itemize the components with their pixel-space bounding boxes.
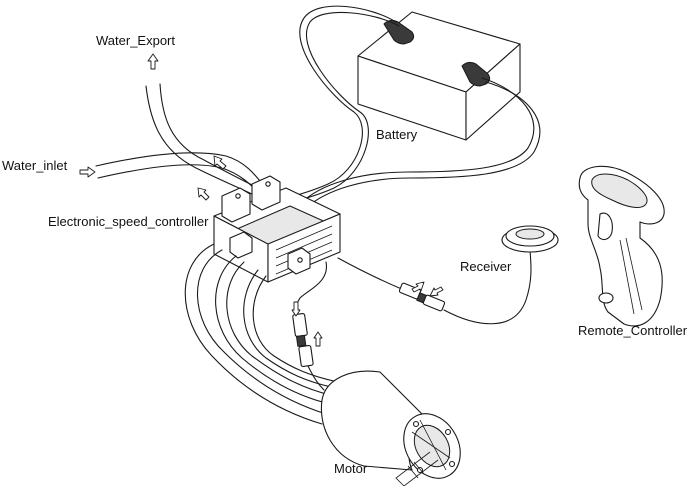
label-battery: Battery [376,127,418,142]
battery-cable-2 [299,77,535,205]
battery-terminal-left [383,19,415,45]
receiver-unit [501,225,559,253]
label-remote-controller: Remote_Controller [578,323,688,338]
receiver-connector-right [422,294,446,312]
label-motor: Motor [334,461,368,476]
motor-shaft [395,451,439,486]
label-receiver: Receiver [460,259,512,274]
label-water-export: Water_Export [96,33,175,48]
arrow-diagonal-icon-2 [197,187,210,201]
sensor-connector-upper [292,312,308,338]
remote-controller-unit [578,165,665,327]
motor-unit [320,370,461,486]
battery-pack [357,11,521,141]
receiver-cable-end [443,247,532,325]
battery-cable-1b [275,11,400,209]
water-export-hose-b [159,83,263,191]
arrow-down-icon [291,301,301,317]
battery-cable-2b [305,81,541,209]
arrow-up-icon [147,53,159,70]
water-inlet-hose-a [95,152,265,187]
arrow-right-icon-2 [429,286,444,297]
label-water-inlet: Water_inlet [2,158,68,173]
motor-cable-2b [226,261,335,397]
remote-button [598,292,614,304]
motor-cable-3 [243,269,337,389]
remote-display [591,173,648,208]
sensor-cable-bottom [307,365,325,391]
sensor-connector-mid [295,334,307,347]
motor-cable-2 [215,255,331,405]
arrow-up-icon-2 [313,331,323,347]
arrow-right-icon [79,166,96,178]
label-esc: Electronic_speed_controller [48,214,209,229]
sensor-connector-lower [298,344,314,368]
motor-cable-1b [196,249,327,415]
remote-trigger [597,212,613,241]
arrow-diagonal-icon [213,155,227,170]
battery-cable-1 [269,5,397,205]
arrow-left-icon [411,281,425,293]
motor-cable-3b [252,275,339,383]
esc-unit [213,175,341,283]
water-export-hose-a [145,85,257,197]
flow-arrows [79,53,444,347]
motor-cable-1 [184,243,323,425]
water-inlet-hose-b [97,164,259,193]
receiver-cable-esc [337,257,405,291]
